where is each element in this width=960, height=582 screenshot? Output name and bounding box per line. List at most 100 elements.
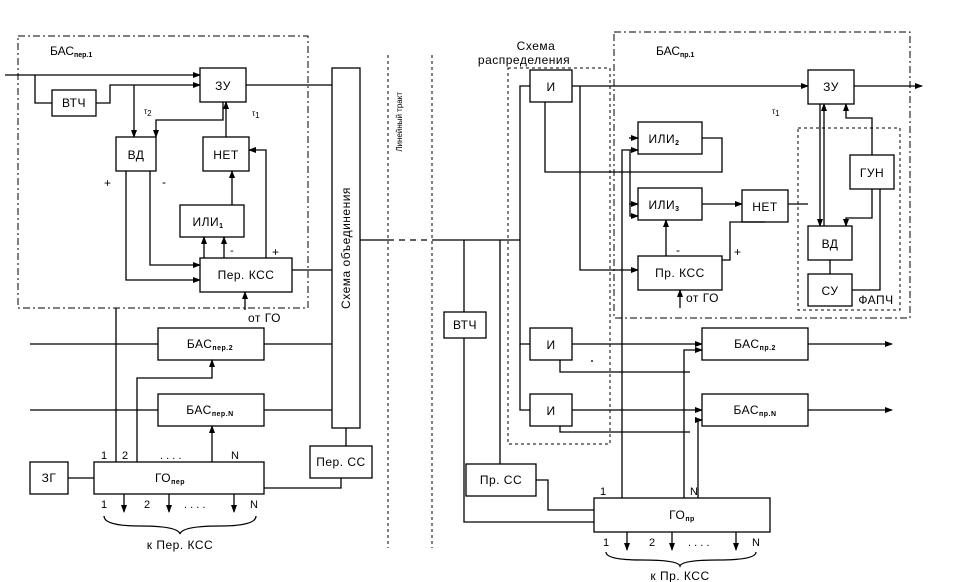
go-top-1: 1 <box>101 450 107 462</box>
zu-r-label: ЗУ <box>823 80 839 94</box>
per-kss-block <box>199 257 293 293</box>
bas-prN-label: БАСпр.N <box>733 403 776 418</box>
bas-pr1-group-label: БАСпр.1 <box>656 44 694 59</box>
i1-to-ili2 <box>544 102 723 173</box>
i2-label: И <box>546 338 555 352</box>
go-r-top-1: 1 <box>600 486 606 498</box>
vtch-feed <box>34 75 52 104</box>
go1-to-ili3 <box>629 150 639 219</box>
go-r-bot-2: 2 <box>649 537 655 549</box>
go-r-bot-1: 1 <box>603 537 609 549</box>
ot-go-label: от ГО <box>248 311 281 325</box>
pr-kss-brace <box>605 551 757 569</box>
ili1-block <box>179 204 245 238</box>
vtch-r-label: ВТЧ <box>453 318 477 332</box>
go-per-block <box>93 461 265 495</box>
go-top-dots: . . . . <box>160 450 181 462</box>
tau2-label: τ2 <box>144 107 152 118</box>
kss-to-net <box>722 221 765 261</box>
go-to-per-ss <box>264 478 342 489</box>
trunk-to-i1 <box>519 85 530 240</box>
pr-ss-to-go <box>536 479 594 511</box>
k-pr-kss-label: к Пр. КСС <box>650 569 709 582</box>
go-r-top-N: N <box>690 486 698 498</box>
i2-block <box>529 327 573 361</box>
go1-to-ili2 <box>621 147 639 506</box>
i3-down <box>559 426 690 433</box>
vtch-label: ВТЧ <box>62 96 86 110</box>
distribution-label-2: распределения <box>478 53 570 67</box>
transmitter-side: БАСпер.1 ВТЧ ЗУ τ2 τ1 ВД + - НЕТ ИЛИ1 Пе… <box>5 35 373 552</box>
go-pr-block <box>593 497 771 533</box>
trunk-to-i3 <box>519 344 530 411</box>
gun-label: ГУН <box>860 166 884 180</box>
net-label: НЕТ <box>213 148 239 162</box>
tau-r-label: τ1 <box>772 107 780 118</box>
goN-to-basN <box>695 417 703 506</box>
ili2-out <box>702 137 723 150</box>
trunk-to-i2 <box>519 240 530 345</box>
pr-plus: + <box>734 245 741 259</box>
net-r-block <box>741 189 789 223</box>
net-plus: + <box>272 245 279 259</box>
go-bot-N: N <box>250 499 258 511</box>
bas-perN-label: БАСпер.N <box>186 403 233 418</box>
i3-block <box>529 393 573 427</box>
gun-to-vd <box>843 189 873 227</box>
vd-minus-to-kss <box>149 171 201 268</box>
vtch-to-zu <box>96 82 201 104</box>
pr-ss-label: Пр. СС <box>480 473 522 487</box>
distribution-frame <box>507 67 611 445</box>
pr-minus: - <box>676 243 680 257</box>
i1-block <box>529 69 573 103</box>
vd-plus-to-kss <box>125 171 201 283</box>
kss-to-net <box>248 147 267 258</box>
go-top-2: 2 <box>122 450 128 462</box>
vd-r-label: ВД <box>822 237 839 251</box>
line-path-label: Линейный тракт <box>395 92 404 152</box>
distribution-label-1: Схема <box>517 39 556 53</box>
bas-pr1-group-frame <box>613 31 911 319</box>
combiner-label: Схема объединения <box>339 187 353 309</box>
per-ss-label: Пер. СС <box>316 455 365 469</box>
i1-label: И <box>546 80 555 94</box>
ili2-label: ИЛИ2 <box>648 132 679 147</box>
ot-go-r-label: от ГО <box>686 291 719 305</box>
go-bot-1: 1 <box>101 499 107 511</box>
go2-to-bas2 <box>136 359 215 462</box>
k-per-kss-label: к Пер. КСС <box>147 538 213 552</box>
net-block <box>202 136 250 172</box>
vtch-r-block <box>443 311 487 339</box>
vd-label: ВД <box>128 148 145 162</box>
receiver-side: Схема распределения БАСпр.1 ВТЧ И ИЛИ2 И… <box>443 31 923 582</box>
go-per-label: ГОпер <box>155 471 185 486</box>
ili3-label: ИЛИ3 <box>648 198 679 213</box>
vd-plus: + <box>104 176 111 190</box>
su-label: СУ <box>822 284 839 298</box>
tau1-label: τ1 <box>252 109 260 120</box>
bas-pr2-label: БАСпр.2 <box>734 337 776 352</box>
zg-label: ЗГ <box>42 471 57 485</box>
vtch-to-go <box>463 338 594 523</box>
ili1-label: ИЛИ1 <box>192 215 223 230</box>
ili-minus: - <box>230 245 234 257</box>
bas-per1-group-label: БАСпер.1 <box>50 44 92 59</box>
go-bot-2: 2 <box>144 499 150 511</box>
bas-per1-group-frame <box>17 35 309 309</box>
i1-to-pr-kss <box>579 86 639 273</box>
line-path: Линейный тракт <box>360 55 520 548</box>
pr-kss-label: Пр. КСС <box>655 266 705 280</box>
bas-per2-label: БАСпер.2 <box>187 337 233 352</box>
per-ss-block <box>309 445 373 479</box>
vd-r-block <box>807 225 853 261</box>
ili2-block <box>637 121 703 155</box>
pr-kss-block <box>637 255 723 291</box>
fapch-frame <box>797 127 901 311</box>
go-bot-dots: . . . . <box>184 499 205 511</box>
combiner-block <box>331 67 361 429</box>
gun-block <box>849 154 895 190</box>
go-r-bot-dots: . . . . <box>688 537 709 549</box>
vd-block <box>115 136 157 172</box>
go-r-bot-N: N <box>752 537 760 549</box>
per-kss-label: Пер. КСС <box>218 268 275 282</box>
